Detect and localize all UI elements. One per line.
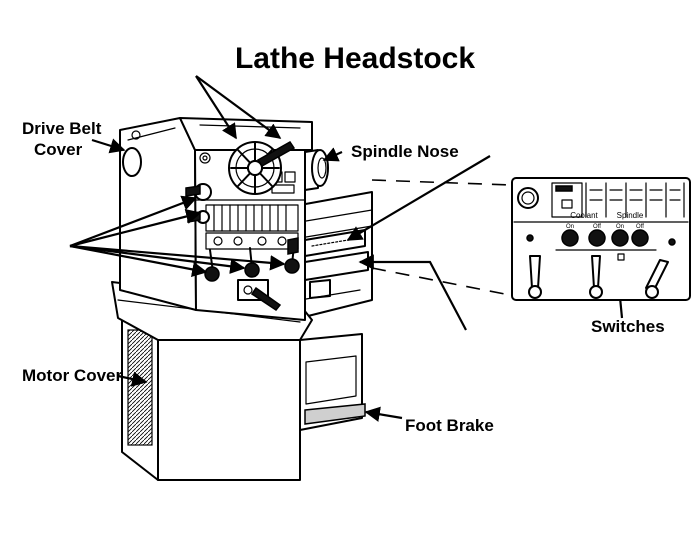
leader-lines bbox=[69, 75, 625, 422]
headstock-body bbox=[119, 117, 313, 321]
spindle-label: Spindle bbox=[617, 211, 644, 220]
spindle-off-label: Off bbox=[636, 224, 644, 230]
lower-cabinet bbox=[299, 333, 366, 431]
spindle-nose bbox=[304, 149, 329, 191]
drive-belt-cover-label-line2: Cover bbox=[34, 140, 83, 159]
speed-dial bbox=[228, 141, 296, 195]
foot-brake-label: Foot Brake bbox=[405, 416, 494, 435]
diagram-title: Lathe Headstock bbox=[235, 42, 475, 75]
coolant-off-label: Off bbox=[593, 224, 601, 230]
drive-belt-cover-label-line1: Drive Belt bbox=[22, 119, 102, 138]
coolant-off-button bbox=[588, 229, 606, 247]
spindle-on-label: On bbox=[616, 224, 624, 230]
motor-cover-label: Motor Cover bbox=[22, 366, 123, 385]
lathe-bed bbox=[299, 191, 373, 319]
carriage-lever bbox=[237, 279, 282, 312]
switches-label: Switches bbox=[591, 317, 665, 336]
spindle-off-button bbox=[631, 229, 649, 247]
spindle-nose-label: Spindle Nose bbox=[351, 142, 459, 161]
spindle-on-button bbox=[611, 229, 629, 247]
switch-panel-inset: Coolant Spindle On Off On Off bbox=[511, 177, 691, 301]
headstock-levers bbox=[204, 237, 300, 282]
coolant-on-button bbox=[561, 229, 579, 247]
coolant-on-label: On bbox=[566, 224, 574, 230]
lathe-drawing bbox=[111, 117, 373, 481]
coolant-label: Coolant bbox=[570, 211, 598, 220]
